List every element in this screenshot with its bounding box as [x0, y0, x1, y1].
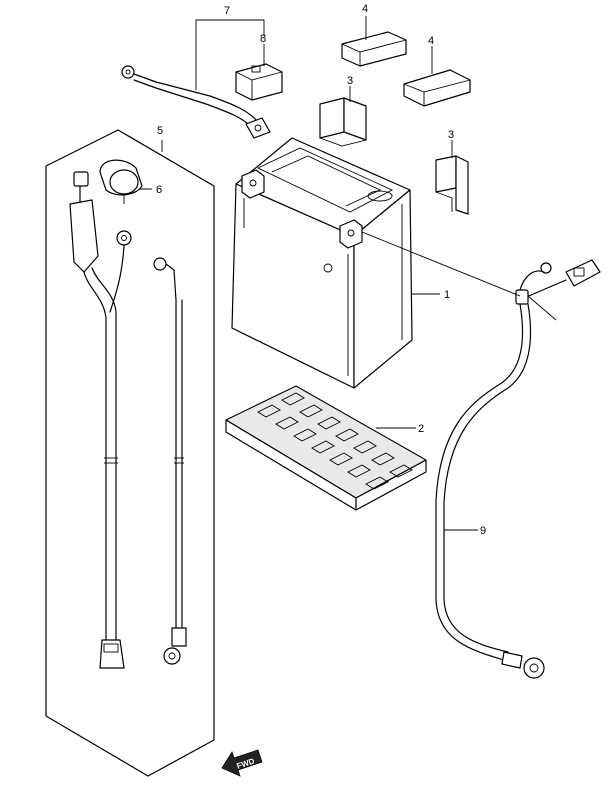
callout-7: 7	[224, 5, 230, 17]
leader-lines	[140, 16, 557, 531]
battery-pad-upper	[341, 31, 407, 67]
battery-pad-lower	[403, 69, 471, 107]
callout-8: 8	[260, 33, 266, 45]
battery-lead	[121, 65, 271, 139]
callout-9: 9	[480, 525, 486, 537]
callout-4-upper: 4	[362, 3, 368, 15]
callout-1: 1	[444, 289, 450, 301]
fwd-arrow-icon: FWD	[221, 749, 263, 777]
callout-2: 2	[418, 423, 424, 435]
wiring-harness	[69, 171, 132, 669]
callout-4-lower: 4	[428, 35, 434, 47]
harness-group-frame	[45, 129, 215, 777]
relay-cap	[99, 159, 150, 204]
battery-bracket-right	[435, 155, 469, 215]
callout-5: 5	[157, 125, 163, 137]
callout-labels: 7 8 4 4 3 3 5 6 1 2 9	[156, 3, 486, 537]
terminal-cover	[235, 63, 283, 101]
battery-cable	[435, 259, 601, 679]
callout-6: 6	[156, 184, 162, 196]
battery-bracket-left	[319, 97, 367, 147]
callout-3-right: 3	[448, 129, 454, 141]
ground-lead	[153, 257, 187, 665]
callout-3-left: 3	[347, 75, 353, 87]
battery-tray	[225, 385, 427, 511]
battery	[231, 137, 413, 389]
